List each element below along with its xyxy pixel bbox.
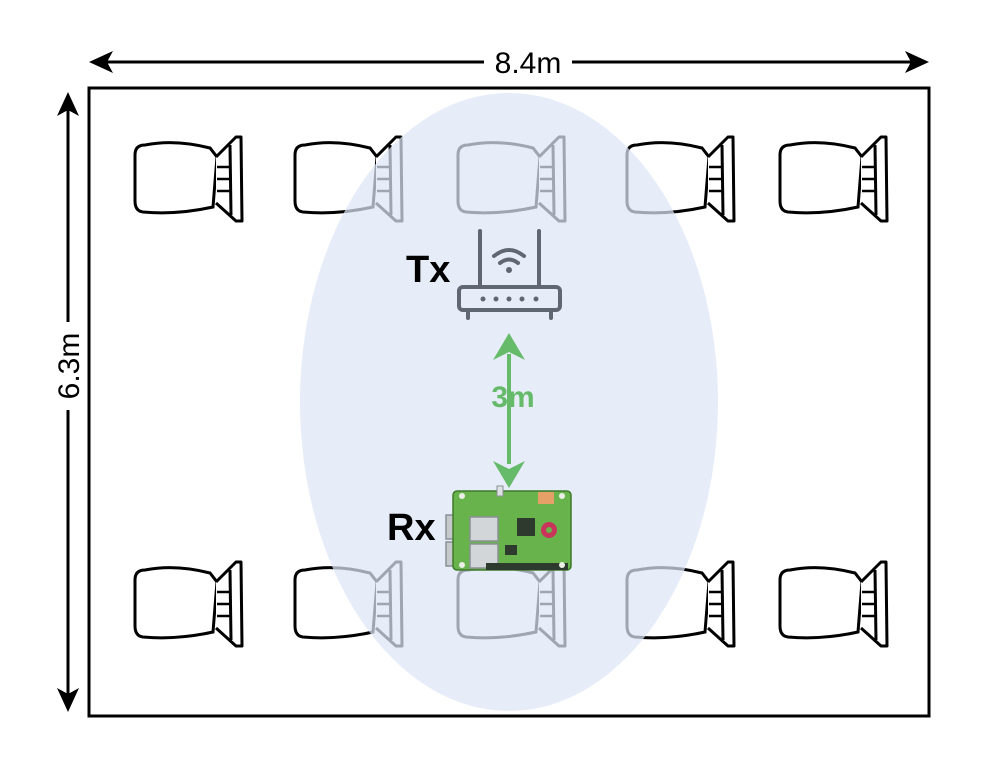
height-dimension: 6.3m bbox=[53, 92, 86, 712]
width-dimension: 8.4m bbox=[89, 47, 929, 80]
link-arrow: 3m bbox=[491, 333, 535, 488]
distance-label: 3m bbox=[491, 381, 534, 414]
chair-icon bbox=[778, 135, 889, 223]
receiver: Rx bbox=[387, 485, 572, 571]
wifi-router-icon bbox=[457, 229, 562, 320]
rx-label: Rx bbox=[387, 507, 436, 549]
height-label: 6.3m bbox=[53, 333, 86, 400]
chair-icon bbox=[133, 135, 244, 223]
chair-icon bbox=[778, 560, 889, 648]
raspberry-pi-board-icon bbox=[445, 485, 572, 571]
tx-label: Tx bbox=[406, 249, 450, 291]
transmitter: Tx bbox=[406, 229, 562, 320]
chair-icon bbox=[133, 560, 244, 648]
width-label: 8.4m bbox=[495, 47, 562, 80]
